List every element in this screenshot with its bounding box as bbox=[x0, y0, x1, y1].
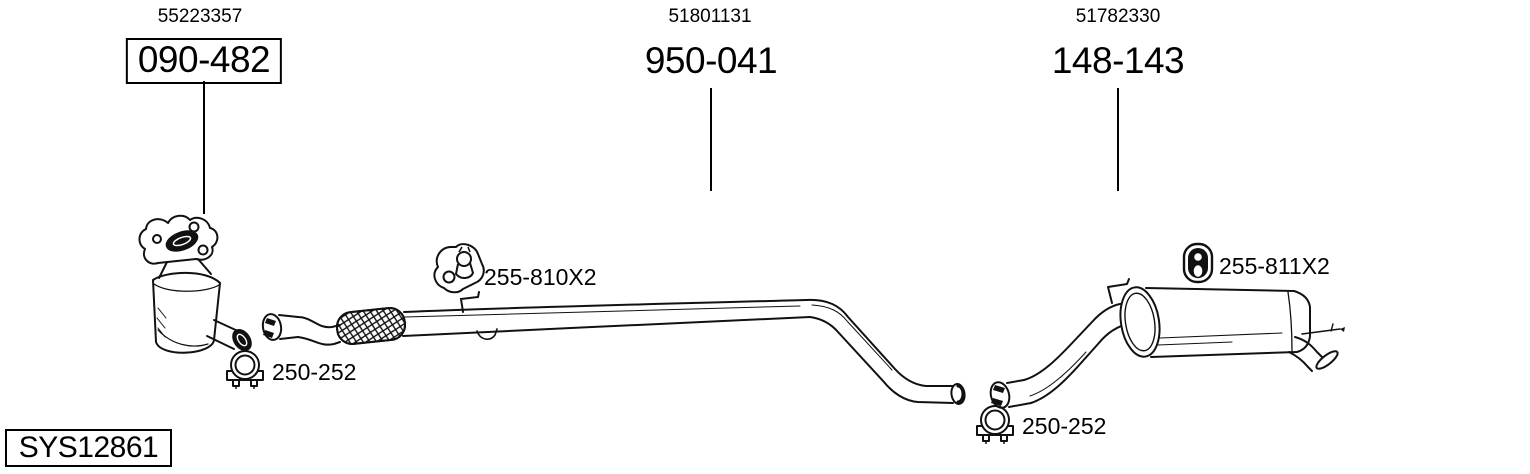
part-code-2[interactable]: 950-041 bbox=[644, 40, 778, 81]
clamp-part-code-2[interactable]: 250-252 bbox=[1022, 413, 1107, 439]
pipe-clamp-icon bbox=[976, 405, 1014, 444]
clamp-part-code-1[interactable]: 250-252 bbox=[272, 359, 357, 385]
rubber-hanger-icon bbox=[1182, 242, 1214, 284]
system-code-box: SYS12861 bbox=[5, 429, 172, 467]
oe-number-2: 51801131 bbox=[668, 6, 752, 27]
pipe-clamp-icon bbox=[226, 350, 264, 389]
hanger-part-code-2[interactable]: 255-811X2 bbox=[1219, 253, 1330, 279]
part-code-3[interactable]: 148-143 bbox=[1051, 40, 1185, 81]
catalytic-converter-drawing bbox=[138, 214, 252, 354]
callout-line-1 bbox=[203, 81, 205, 214]
hanger-part-code-1[interactable]: 255-810X2 bbox=[484, 264, 597, 290]
part-code-1[interactable]: 090-482 bbox=[125, 38, 283, 84]
oe-number-3: 51782330 bbox=[1075, 6, 1161, 27]
callout-line-2 bbox=[710, 88, 712, 191]
center-pipe-drawing bbox=[261, 291, 966, 405]
rubber-hanger-icon bbox=[433, 243, 485, 294]
oe-number-1: 55223357 bbox=[157, 6, 243, 27]
callout-line-3 bbox=[1117, 88, 1119, 191]
rear-silencer-drawing bbox=[989, 278, 1345, 409]
